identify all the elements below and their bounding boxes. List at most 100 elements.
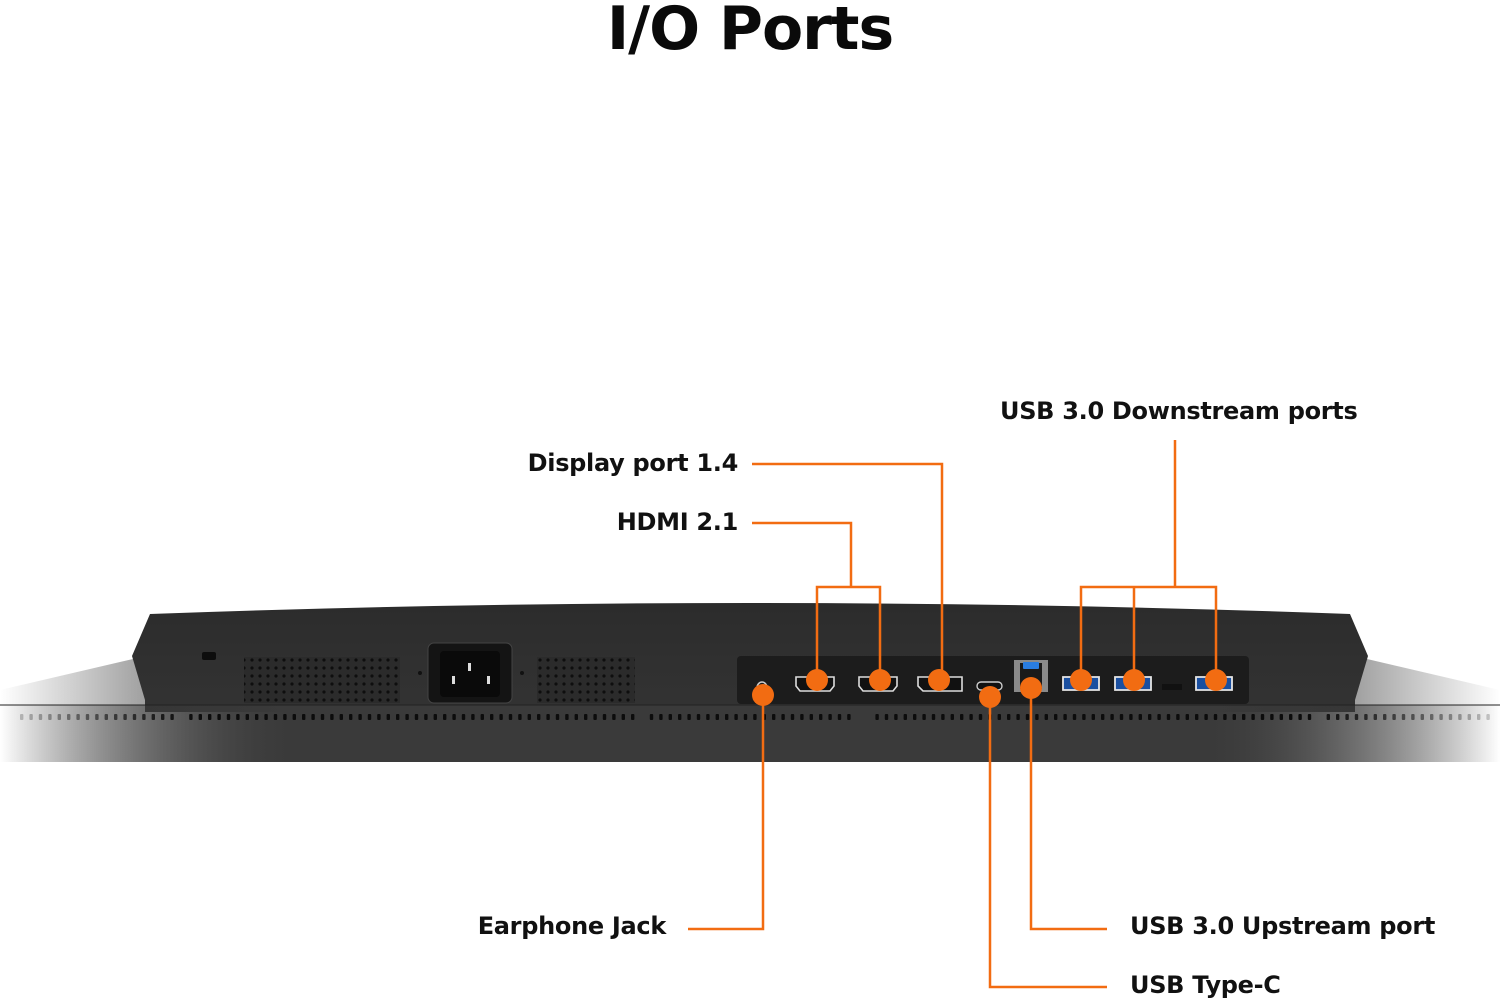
vent-hole [48, 714, 52, 720]
vent-hole [903, 714, 907, 720]
vent-hole [687, 714, 691, 720]
vent-hole [480, 714, 484, 720]
vent-hole [1279, 714, 1283, 720]
vent-hole [978, 714, 983, 720]
callout-lines [688, 440, 1218, 989]
callout-line-hdmi [752, 521, 853, 587]
callout-line-usb-upstream [1029, 686, 1107, 931]
vent-hole [311, 714, 315, 720]
vent-hole [997, 714, 1001, 720]
vent-hole [1044, 714, 1048, 720]
callout-line-displayport [752, 462, 944, 680]
vent-hole [226, 714, 231, 720]
vent-hole [922, 714, 926, 720]
vent-hole [1072, 714, 1077, 720]
vent-hole [706, 714, 710, 720]
vent-hole [377, 714, 381, 720]
vent-hole [894, 714, 898, 720]
vent-hole [875, 714, 879, 720]
vent-hole [142, 714, 146, 720]
vent-hole [1354, 714, 1359, 720]
vent-hole [57, 714, 61, 720]
vent-hole [396, 714, 400, 720]
callout-line-usb-downstream-branch [1079, 585, 1218, 680]
vent-hole [1448, 714, 1453, 720]
vent-hole [1025, 714, 1030, 720]
vent-hole [574, 714, 578, 720]
vent-hole [1289, 714, 1293, 720]
vent-hole [1119, 714, 1124, 720]
vent-hole [198, 714, 202, 720]
vent-hole [114, 714, 118, 720]
vent-hole [443, 714, 447, 720]
vent-hole [1063, 714, 1067, 720]
vent-hole [546, 714, 550, 720]
vent-hole [527, 714, 531, 720]
vent-hole [1486, 714, 1490, 720]
vent-hole [499, 714, 503, 720]
vent-hole [349, 714, 353, 720]
vent-hole [809, 714, 813, 720]
vent-hole [358, 714, 362, 720]
page-title: I/O Ports [606, 0, 894, 64]
vent-hole [1007, 714, 1011, 720]
vent-hole [1270, 714, 1274, 720]
vent-hole [76, 714, 80, 720]
vent-hole [1148, 714, 1152, 720]
vent-hole [828, 714, 832, 720]
vent-hole [1420, 714, 1424, 720]
vent-hole [367, 714, 372, 720]
vent-hole [1364, 714, 1368, 720]
vent-hole [208, 714, 212, 720]
vent-hole [433, 714, 437, 720]
vent-hole [884, 714, 889, 720]
vent-hole [1016, 714, 1020, 720]
ac-power-socket [418, 642, 524, 704]
vent-hole [339, 714, 343, 720]
vent-hole [1307, 714, 1312, 720]
vent-hole [424, 714, 428, 720]
vent-hole [1326, 714, 1330, 720]
vent-hole [631, 714, 635, 720]
vent-hole [132, 714, 137, 720]
vent-hole [330, 714, 334, 720]
callout-dot-usb-c [979, 686, 1001, 708]
vent-hole [584, 714, 588, 720]
vent-hole [950, 714, 954, 720]
callout-dot-usb-downstream-2 [1123, 669, 1145, 691]
vent-hole [1232, 714, 1236, 720]
label-displayport: Display port 1.4 [527, 449, 739, 477]
vent-hole [67, 714, 71, 720]
left-vent-grille [244, 657, 400, 703]
vent-hole [1251, 714, 1255, 720]
callout-dot-displayport [928, 669, 950, 691]
vent-hole [1176, 714, 1180, 720]
callout-dot-hdmi-1 [806, 669, 828, 691]
vent-hole [189, 714, 193, 720]
label-hdmi: HDMI 2.1 [616, 508, 739, 536]
vent-hole [602, 714, 607, 720]
right-vent-grille [537, 657, 635, 703]
vent-hole [819, 714, 823, 720]
label-usb-upstream: USB 3.0 Upstream port [1130, 912, 1436, 940]
vent-hole [1392, 714, 1396, 720]
vent-hole [1035, 714, 1039, 720]
vent-hole [1467, 714, 1471, 720]
vent-hole [161, 714, 165, 720]
vent-hole [29, 714, 33, 720]
vent-hole [1336, 714, 1340, 720]
vent-hole [1129, 714, 1133, 720]
vent-hole [659, 714, 663, 720]
vent-hole [85, 714, 90, 720]
vent-hole [537, 714, 541, 720]
vent-hole [20, 714, 24, 720]
vent-hole [104, 714, 108, 720]
io-port-panel [737, 656, 1249, 704]
vent-hole [1439, 714, 1443, 720]
vent-hole [612, 714, 616, 720]
vent-hole [245, 714, 249, 720]
callout-dot-hdmi-2 [869, 669, 891, 691]
vent-hole [405, 714, 409, 720]
vent-hole [1477, 714, 1481, 720]
